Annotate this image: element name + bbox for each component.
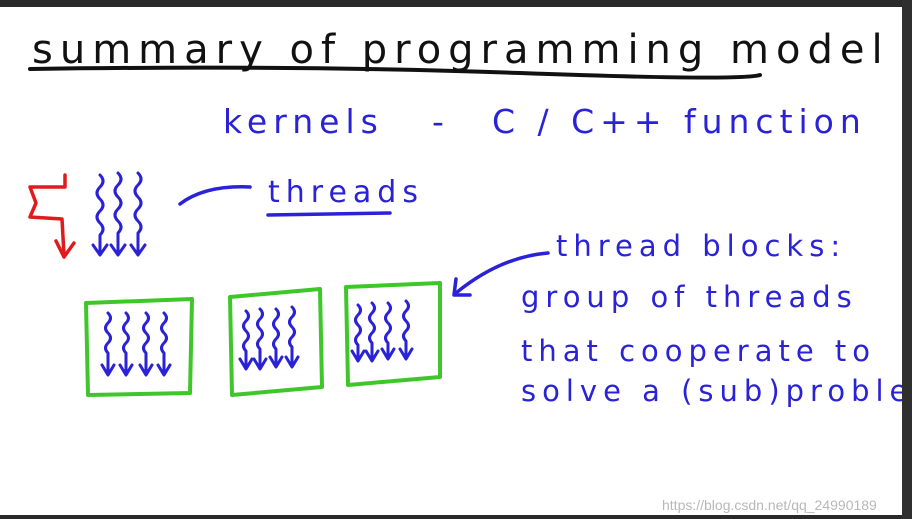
thread-blocks-line-3: that cooperate to (521, 334, 877, 368)
thread-block-2 (228, 287, 324, 397)
thread-block-3 (344, 281, 442, 387)
threads-connector (178, 185, 252, 206)
kernels-label: kernels (223, 102, 384, 141)
title-underline (28, 65, 762, 80)
curved-pointer-arrow-icon (452, 251, 550, 297)
kernels-definition: C / C++ function (492, 102, 867, 141)
red-zigzag-launch-arrow-icon (28, 173, 76, 259)
slide-title: summary of programming model (32, 27, 890, 73)
block-1-threads-icon (100, 311, 172, 377)
window-edge (902, 0, 912, 519)
thread-blocks-line-2: group of threads (521, 280, 858, 314)
whiteboard: summary of programming model kernels - C… (0, 7, 902, 515)
thread-blocks-line-4: solve a (sub)problem (521, 374, 902, 408)
threads-underline (266, 211, 392, 217)
thread-blocks-line-1: thread blocks: (556, 229, 847, 263)
drawing-layer (28, 65, 762, 397)
block-2-threads-icon (238, 305, 300, 371)
watermark: https://blog.csdn.net/qq_24990189 (662, 497, 877, 513)
kernels-dash: - (432, 102, 450, 141)
block-3-threads-icon (350, 299, 414, 363)
free-threads-squiggles-icon (91, 171, 147, 257)
thread-block-1 (84, 297, 194, 397)
threads-label: threads (268, 175, 424, 210)
